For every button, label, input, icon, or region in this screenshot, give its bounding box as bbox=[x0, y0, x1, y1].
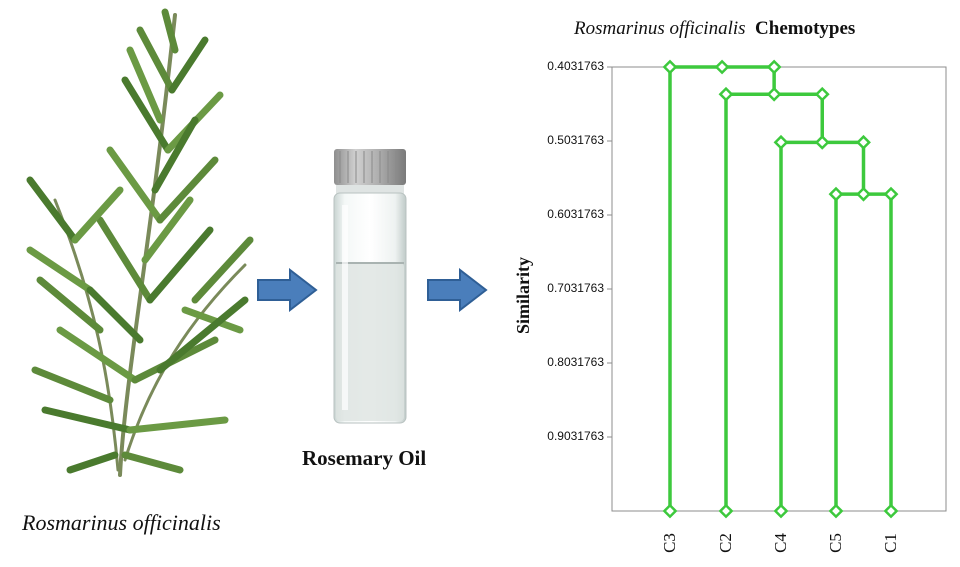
node-marker bbox=[773, 134, 789, 150]
node-marker bbox=[883, 503, 899, 519]
node-marker bbox=[814, 134, 830, 150]
node-marker bbox=[766, 59, 782, 75]
node-marker bbox=[718, 503, 734, 519]
node-marker bbox=[718, 86, 734, 102]
leaf-label-c2: C2 bbox=[716, 533, 735, 553]
node-marker bbox=[714, 59, 730, 75]
node-marker bbox=[856, 186, 871, 202]
y-tick-label: 0.8031763 bbox=[547, 355, 604, 369]
y-tick-label: 0.7031763 bbox=[547, 281, 604, 295]
node-marker bbox=[828, 503, 844, 519]
plot-frame bbox=[611, 66, 947, 512]
node-marker bbox=[814, 86, 830, 102]
right-arrow-icon bbox=[427, 268, 488, 312]
right-arrow-icon bbox=[257, 268, 318, 312]
node-marker bbox=[828, 186, 844, 202]
oil-vial-icon bbox=[333, 149, 407, 424]
y-tick-label: 0.6031763 bbox=[547, 207, 604, 221]
node-marker bbox=[766, 86, 782, 102]
leaf-label-c3: C3 bbox=[660, 533, 679, 553]
plant-caption: Rosmarinus officinalis bbox=[22, 510, 221, 535]
leaf-label-c4: C4 bbox=[771, 533, 790, 553]
oil-caption: Rosemary Oil bbox=[302, 446, 427, 470]
y-tick-label: 0.9031763 bbox=[547, 429, 604, 443]
node-marker bbox=[856, 134, 871, 150]
y-tick-label: 0.4031763 bbox=[547, 59, 604, 73]
chart-title: Rosmarinus officinalis Chemotypes bbox=[574, 18, 856, 39]
node-marker bbox=[662, 503, 678, 519]
node-marker bbox=[773, 503, 789, 519]
leaf-label-c5: C5 bbox=[826, 533, 845, 553]
y-tick-label: 0.5031763 bbox=[547, 133, 604, 147]
leaf-label-c1: C1 bbox=[881, 533, 900, 553]
node-marker bbox=[662, 59, 678, 75]
node-marker bbox=[883, 186, 899, 202]
rosemary-sprig-icon bbox=[26, 8, 254, 477]
